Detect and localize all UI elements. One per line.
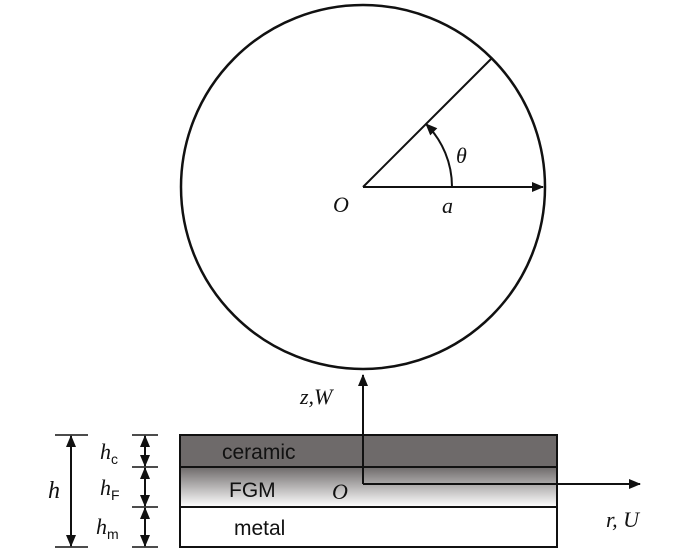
theta-angle-arc xyxy=(425,123,454,188)
fgm-layer xyxy=(179,466,558,508)
origin-label: O xyxy=(332,479,348,504)
ceramic-label: ceramic xyxy=(222,441,296,464)
radius-label: a xyxy=(442,193,453,218)
r-axis-label: r, U xyxy=(606,507,641,532)
theta-label: θ xyxy=(456,143,467,168)
metal-layer xyxy=(179,506,558,548)
ceramic-layer xyxy=(179,434,558,468)
fgm-label: FGM xyxy=(229,479,276,502)
inclined-radius-line xyxy=(362,58,492,188)
ceramic-thickness-label: hc xyxy=(100,439,118,467)
metal-label: metal xyxy=(234,517,285,540)
plate-circle xyxy=(179,3,547,371)
fgm-thickness-label: hF xyxy=(100,475,120,503)
center-label: O xyxy=(333,192,349,217)
total-thickness-label: h xyxy=(48,478,60,504)
metal-thickness-label: hm xyxy=(96,514,119,542)
z-axis-label: z,W xyxy=(299,384,334,409)
